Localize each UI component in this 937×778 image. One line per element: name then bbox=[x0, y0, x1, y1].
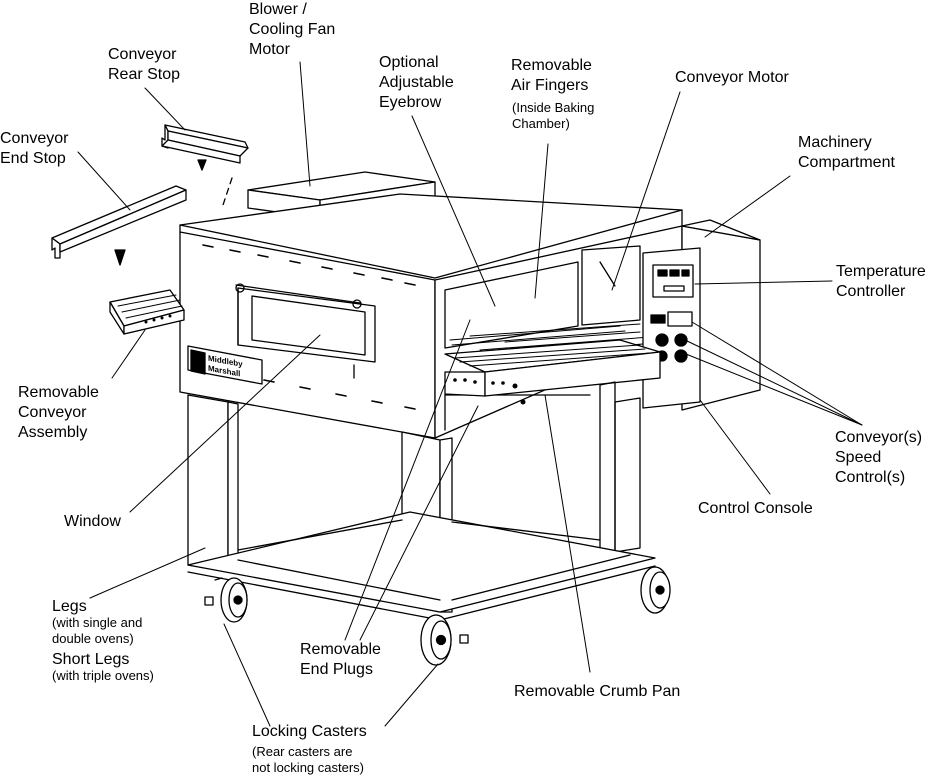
oven-window bbox=[235, 283, 376, 379]
label-window: Window bbox=[64, 513, 121, 530]
label-short-legs: Short Legs bbox=[52, 651, 130, 668]
conveyor-left-extension bbox=[109, 289, 185, 335]
label-short-legs-note: (with triple ovens) bbox=[52, 668, 154, 683]
label-removable-air-fingers: Removable Air Fingers bbox=[511, 57, 592, 94]
label-removable-conveyor-assembly: Removable Conveyor Assembly bbox=[18, 384, 99, 441]
conveyor-right-extension bbox=[444, 339, 661, 405]
label-locking-casters: Locking Casters bbox=[252, 723, 367, 740]
caster-front-left bbox=[204, 577, 248, 623]
label-removable-crumb-pan: Removable Crumb Pan bbox=[514, 683, 681, 700]
rear-stop-guide-dashes bbox=[221, 177, 233, 209]
label-optional-adjustable-eyebrow: Optional Adjustable Eyebrow bbox=[379, 54, 454, 111]
label-legs: Legs bbox=[52, 598, 87, 615]
label-removable-end-plugs: Removable End Plugs bbox=[300, 641, 381, 678]
oven-stand bbox=[187, 381, 656, 621]
label-blower-cooling-fan-motor: Blower / Cooling Fan Motor bbox=[249, 1, 336, 58]
oven-top bbox=[179, 193, 683, 279]
leader-lines bbox=[77, 61, 863, 727]
label-temperature-controller: Temperature Controller bbox=[836, 263, 926, 300]
control-console bbox=[650, 264, 694, 363]
label-conveyor-end-stop: Conveyor End Stop bbox=[0, 130, 69, 167]
label-legs-note: (with single and double ovens) bbox=[52, 615, 143, 646]
conveyor-end-stop-part bbox=[51, 185, 187, 266]
caster-front-middle bbox=[420, 614, 469, 666]
label-conveyor-motor: Conveyor Motor bbox=[675, 69, 789, 86]
label-conveyor-rear-stop: Conveyor Rear Stop bbox=[108, 46, 181, 83]
brand-logo-plate: Middleby Marshall bbox=[187, 345, 263, 385]
label-control-console: Control Console bbox=[698, 500, 813, 517]
label-air-fingers-note: (Inside Baking Chamber) bbox=[512, 100, 595, 131]
caster-rear-right bbox=[640, 566, 671, 614]
conveyor-rear-stop-part bbox=[161, 124, 249, 171]
label-conveyor-speed-controls: Conveyor(s) Speed Control(s) bbox=[835, 429, 923, 486]
label-machinery-compartment: Machinery Compartment bbox=[798, 134, 895, 171]
label-casters-note: (Rear casters are not locking casters) bbox=[252, 744, 364, 775]
